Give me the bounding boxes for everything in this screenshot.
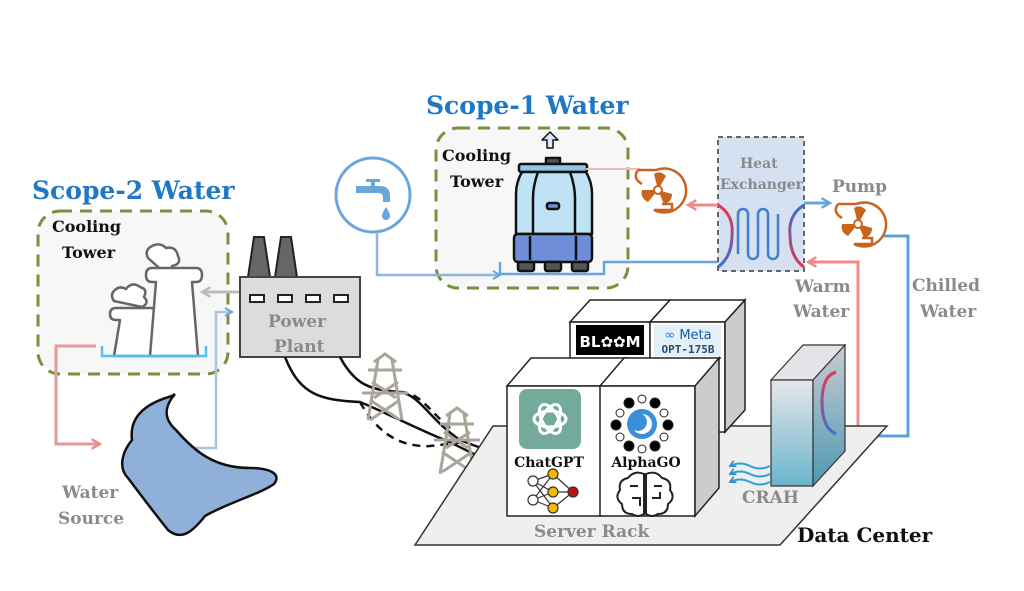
cooling-towers-icon — [108, 243, 204, 358]
crah-coil-curve — [820, 370, 837, 436]
brain-circuit-icon — [616, 471, 674, 517]
chilled-water-label-2: Water — [919, 302, 977, 322]
transmission-tower-icon — [362, 352, 408, 422]
faucet-circle — [334, 156, 412, 234]
chilled-water-supply-arrow — [843, 234, 910, 442]
alphago-label: AlphaGO — [610, 455, 680, 471]
chimney-icon — [273, 236, 299, 278]
power-lines — [283, 356, 511, 464]
water-supply — [334, 156, 503, 280]
primary-loop-curve — [717, 203, 734, 269]
pump-icon — [834, 201, 888, 248]
chatgpt-label: ChatGPT — [514, 455, 584, 471]
source-intake-arrow — [190, 307, 235, 450]
chilled-water-label-1: Chilled — [912, 276, 980, 296]
water-source-label-2: Source — [58, 509, 124, 529]
meta-logo: ∞ Meta OPT-175B — [654, 325, 721, 356]
fan-icon — [634, 167, 688, 214]
scope1-basin-return — [498, 260, 722, 276]
lake-shape — [120, 392, 278, 537]
scope2-cooling-label-1: Cooling — [52, 217, 121, 236]
chimney-icon — [246, 236, 272, 278]
data-center-label: Data Center — [797, 523, 933, 547]
chatgpt-unit: ChatGPT — [514, 389, 584, 514]
neural-network-icon — [527, 468, 579, 514]
crah-label: CRAH — [742, 488, 799, 508]
alphago-unit: AlphaGO — [610, 394, 681, 517]
scope2-basin — [100, 346, 208, 358]
steam-up-arrow-icon — [541, 131, 559, 149]
transmission-tower-icon — [434, 406, 480, 475]
openai-knot-icon — [532, 403, 568, 435]
power-plant-label-1: Power — [268, 312, 327, 332]
pump-label: Pump — [832, 177, 887, 197]
crah-unit — [769, 343, 847, 488]
bloom-text: BL✿✿M — [579, 333, 640, 351]
power-plant-label-2: Plant — [274, 337, 325, 357]
scope2-title: Scope-2 Water — [32, 176, 235, 205]
faucet-icon — [356, 179, 390, 220]
scope1-group: Scope-1 Water Cooling Tower — [426, 91, 630, 290]
heat-exchanger: Heat Exchanger — [717, 136, 805, 272]
server-rack-label: Server Rack — [534, 522, 651, 542]
alphago-logo-icon — [610, 394, 674, 454]
cooling-tower-icon — [512, 131, 594, 273]
scope1-cooling-label-2: Tower — [450, 172, 504, 191]
scope2-cooling-label-2: Tower — [62, 243, 116, 262]
heat-exchanger-label-1: Heat — [740, 156, 778, 172]
coil-icon — [736, 207, 780, 261]
warm-water-return-arrow — [805, 256, 860, 452]
water-source-label-1: Water — [61, 483, 119, 503]
plant-building — [239, 276, 361, 358]
makeup-water-arrow — [375, 232, 503, 280]
water-source: Water Source — [58, 392, 278, 537]
secondary-loop-curve — [788, 203, 805, 269]
scope1-title: Scope-1 Water — [426, 91, 629, 120]
scope1-cooling-label-1: Cooling — [442, 146, 511, 165]
scope2-group: Scope-2 Water Cooling Tower — [32, 176, 235, 376]
warm-water-label-2: Water — [792, 302, 850, 322]
heat-exchanger-label-2: Exchanger — [720, 177, 804, 193]
meta-brand-text: ∞ Meta — [664, 328, 711, 343]
meta-model-text: OPT-175B — [662, 343, 715, 356]
power-plant: Power Plant — [239, 236, 361, 358]
warm-discharge-arrow — [54, 344, 103, 450]
warm-water-label-1: Warm — [794, 277, 851, 297]
chatgpt-logo-icon — [519, 389, 581, 449]
airflow-icon — [728, 460, 771, 486]
bloom-logo: BL✿✿M — [576, 325, 644, 355]
